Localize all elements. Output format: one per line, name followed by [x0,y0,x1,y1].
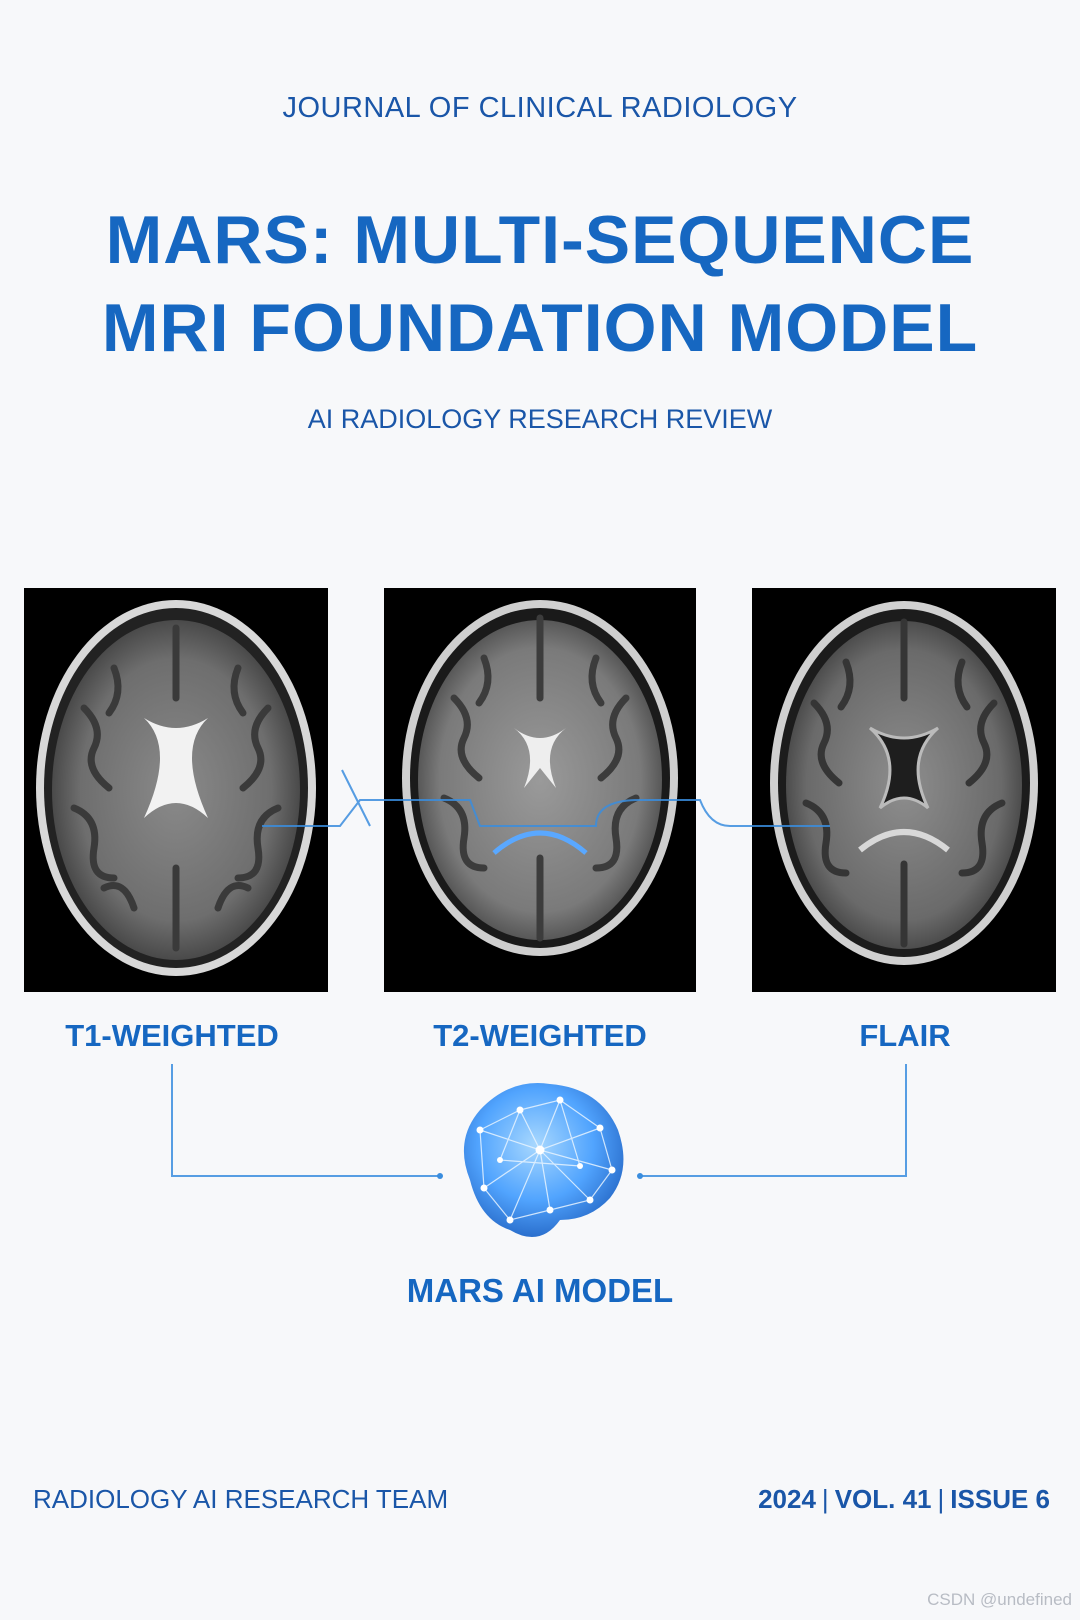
t1-weighted-label: T1-WEIGHTED [65,1018,279,1053]
t2-weighted-label: T2-WEIGHTED [433,1018,647,1053]
title-line-2: MRI FOUNDATION MODEL [101,290,979,366]
flair-scan-image [752,588,1056,992]
publication-info: 2024|VOL. 41|ISSUE 6 [758,1484,1050,1515]
mars-ai-model-label: MARS AI MODEL [406,1272,674,1309]
publication-year: 2024 [758,1484,816,1514]
volume-number: VOL. 41 [834,1484,932,1514]
watermark: CSDN @undefined [927,1590,1072,1609]
brain-scan-flair-graphic [770,601,1038,965]
t2-scan-image [384,588,696,992]
separator-2: | [937,1484,945,1514]
cover-title: MARS: MULTI-SEQUENCE MRI FOUNDATION MODE… [0,196,1080,372]
brain-scan-t2-graphic [402,600,678,956]
neural-brain-icon [463,1083,624,1238]
flair-label: FLAIR [859,1018,951,1053]
title-line-1: MARS: MULTI-SEQUENCE [105,202,975,278]
t1-scan-image [24,588,328,992]
research-team-label: RADIOLOGY AI RESEARCH TEAM [33,1484,449,1514]
journal-name: JOURNAL OF CLINICAL RADIOLOGY [282,92,798,124]
issue-number: ISSUE 6 [950,1484,1050,1514]
brain-scan-t1-graphic [36,600,316,976]
cover-subtitle: AI RADIOLOGY RESEARCH REVIEW [307,404,773,434]
separator-1: | [821,1484,829,1514]
